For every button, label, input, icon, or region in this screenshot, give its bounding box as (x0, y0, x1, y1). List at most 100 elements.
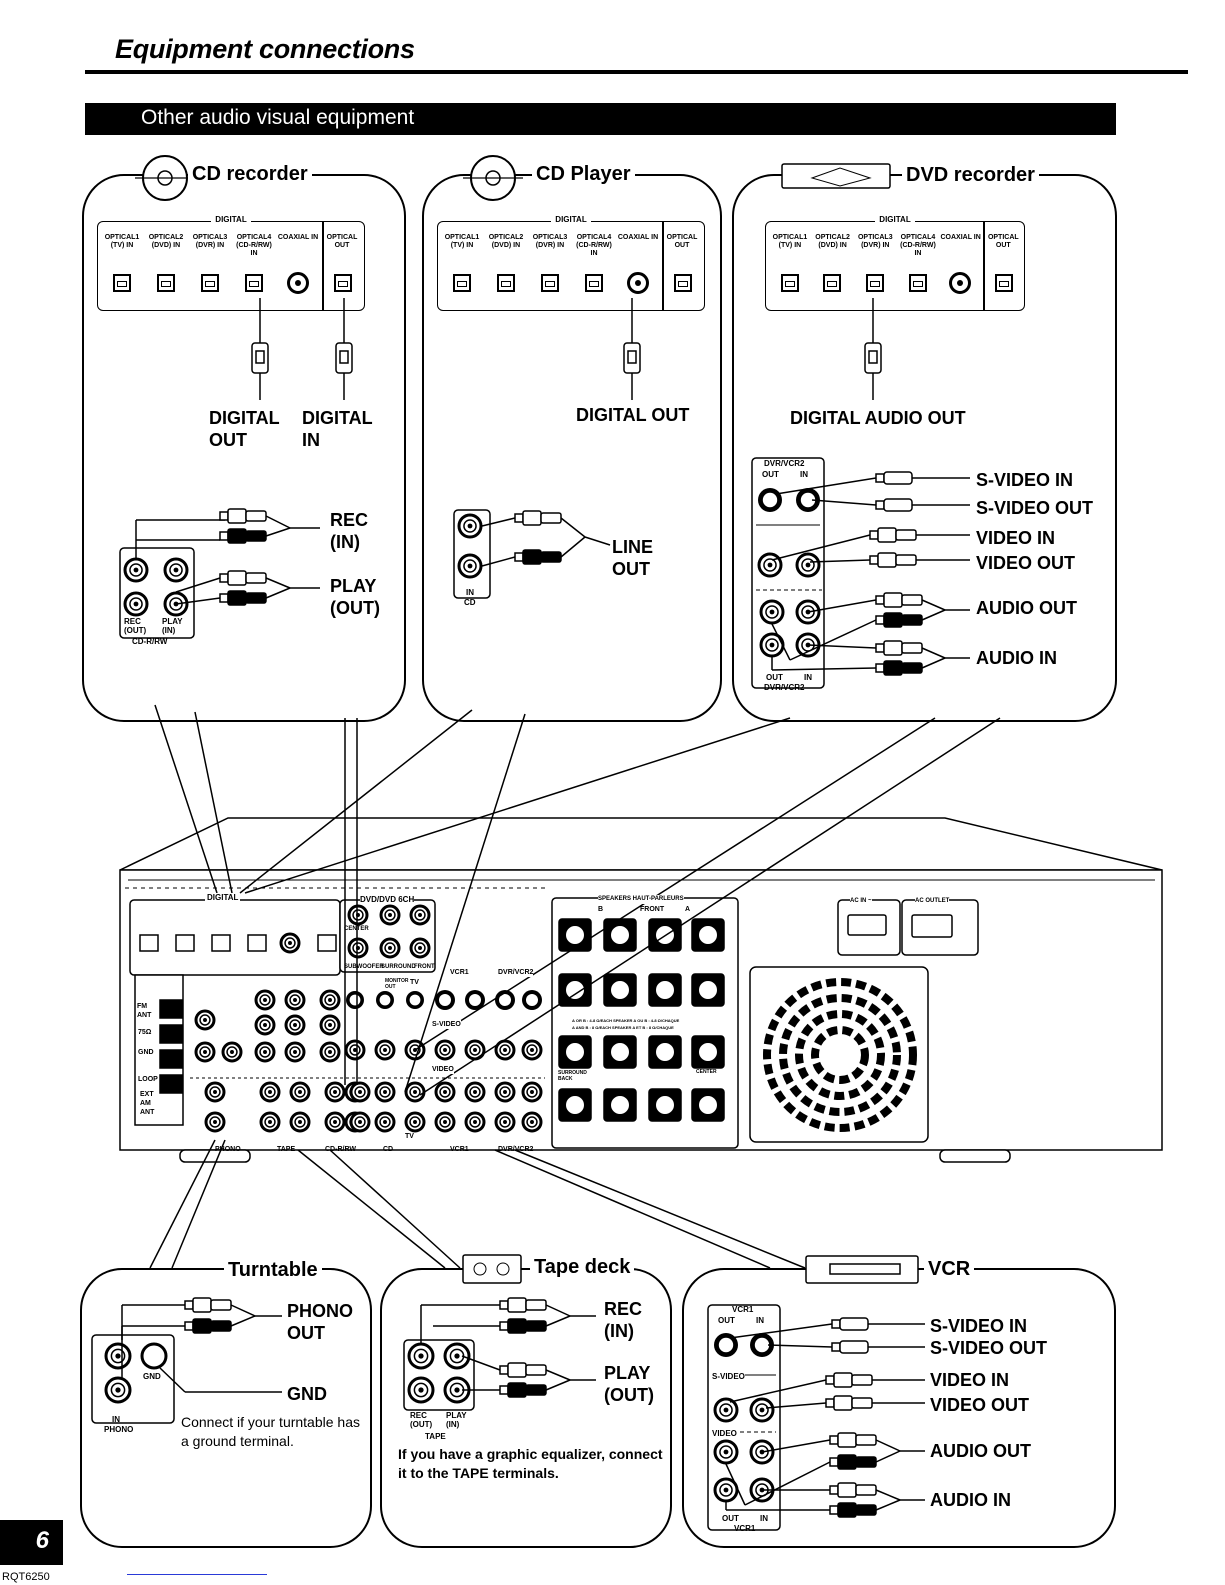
digital-column-label: OPTICAL3 (DVR) IN (857, 234, 893, 249)
s-video-out-label: S-VIDEO OUT (976, 498, 1094, 518)
connector-line (159, 1367, 186, 1393)
s-video-jack-face (526, 994, 538, 1006)
optical-input-jack (157, 274, 175, 292)
speaker-terminal-ring (609, 1041, 631, 1063)
connector-line (419, 717, 1001, 1096)
connector-line (729, 1323, 833, 1339)
s-video-jack-face (409, 994, 421, 1006)
plug-tip (184, 1321, 194, 1331)
s-video-jack-face (499, 994, 511, 1006)
digital-column-label: OPTICAL2 (DVD) IN (815, 234, 850, 249)
s-video-plug-body (839, 1317, 869, 1331)
connector-line (560, 536, 586, 558)
video-out-label: VIDEO OUT (930, 1395, 1030, 1415)
connector-line (809, 559, 871, 563)
antenna-terminal (159, 999, 183, 1019)
speaker-front-label: FRONT (640, 906, 665, 913)
jack-group-label: PHONO (104, 1425, 134, 1434)
connector-line (875, 1439, 901, 1452)
rca-jack-pin (530, 1120, 534, 1124)
optical-input-jack (780, 274, 799, 292)
plug-tip (219, 573, 229, 583)
audio-out-label: AUDIO OUT (976, 598, 1077, 618)
divider (127, 1574, 267, 1575)
rca-jack-pin (473, 1090, 477, 1094)
connector-line (230, 1304, 256, 1317)
rca-jack-pin (530, 1048, 534, 1052)
connector-line (514, 1149, 806, 1269)
connector-line (154, 704, 218, 894)
rca-jack-pin (388, 913, 392, 917)
plug-boot (901, 614, 923, 626)
page-title: Equipment connections (115, 34, 415, 64)
rca-jack-pin (203, 1018, 207, 1022)
connector-line (771, 534, 871, 561)
vcr-icon (829, 1263, 901, 1275)
plug-body (883, 592, 903, 608)
plug-tip (875, 663, 885, 673)
jack-panel (751, 457, 825, 689)
receiver-surround-label: SURROUND (381, 964, 416, 970)
plug-boot (851, 1374, 873, 1386)
rca-jack-pin (473, 1120, 477, 1124)
plug-boot (901, 594, 923, 606)
connector-line (761, 1439, 831, 1453)
speaker-terminal-ring (609, 979, 631, 1001)
video-in-label: VIDEO IN (976, 528, 1056, 548)
jack-group-label: TAPE (425, 1432, 446, 1441)
dvd-recorder-title: DVD recorder (902, 164, 1039, 187)
rca-jack-pin (769, 609, 775, 615)
rca-jack-pin (503, 1048, 507, 1052)
plug-tip (825, 1398, 835, 1408)
digital-column-label: OPTICAL1 (TV) IN (444, 234, 480, 249)
rca-jack-pin (443, 1120, 447, 1124)
speaker-note: A OR B : 4-8 Ω/EACH SPEAKER A OU B : 4-8… (572, 1018, 680, 1023)
plug-tip (219, 593, 229, 603)
connector-line (545, 1315, 571, 1327)
jack-group-label: DVR/VCR2 (764, 683, 805, 692)
rca-jack-pin (328, 1050, 332, 1054)
digital-column-label: OPTICAL OUT (326, 234, 358, 249)
rca-jack-pin (530, 1090, 534, 1094)
connector-line (494, 1149, 771, 1269)
plug-boot (855, 1434, 877, 1446)
plug-tip (499, 1300, 509, 1310)
plug-body (877, 527, 897, 543)
s-video-jack-face (718, 1337, 734, 1353)
connector-line (725, 1463, 746, 1506)
rca-jack-pin (383, 1120, 387, 1124)
tape-deck-title: Tape deck (530, 1256, 635, 1279)
rca-jack-pin (388, 946, 392, 950)
speaker-a-label: A (685, 906, 691, 913)
plug-boot (895, 529, 917, 541)
jack-play-in-label: PLAY (IN) (162, 617, 183, 635)
connector-line (329, 1149, 461, 1269)
receiver-digital-label: DIGITAL (205, 893, 241, 902)
plug-body (227, 528, 247, 544)
s-video-jack-face (439, 994, 451, 1006)
receiver-vcr1-label: VCR1 (450, 968, 469, 977)
plug-body (837, 1432, 857, 1448)
plug-boot (525, 1384, 547, 1396)
receiver-dvd-6ch-label: DVD/DVD 6CH (360, 895, 415, 904)
rca-jack-pin (173, 567, 179, 573)
optical-input-jack (175, 934, 195, 952)
antenna-terminal (159, 1024, 183, 1044)
plug-tip (499, 1365, 509, 1375)
audio-out-label: AUDIO OUT (930, 1441, 1031, 1461)
connector-line (545, 1379, 571, 1391)
connector-line (481, 556, 516, 567)
antenna-terminal (159, 1074, 183, 1094)
digital-heading: DIGITAL (438, 215, 704, 224)
receiver-phono-label: PHONO (215, 1146, 241, 1153)
plug-tip (869, 555, 879, 565)
s-video-plug-body (839, 1340, 869, 1354)
plug-boot (245, 510, 267, 522)
connector-line (921, 609, 946, 621)
s-video-jack-face (349, 994, 361, 1006)
receiver-s-video-label: S-VIDEO (432, 1020, 461, 1029)
rec-in-label: REC(IN) (604, 1299, 643, 1341)
